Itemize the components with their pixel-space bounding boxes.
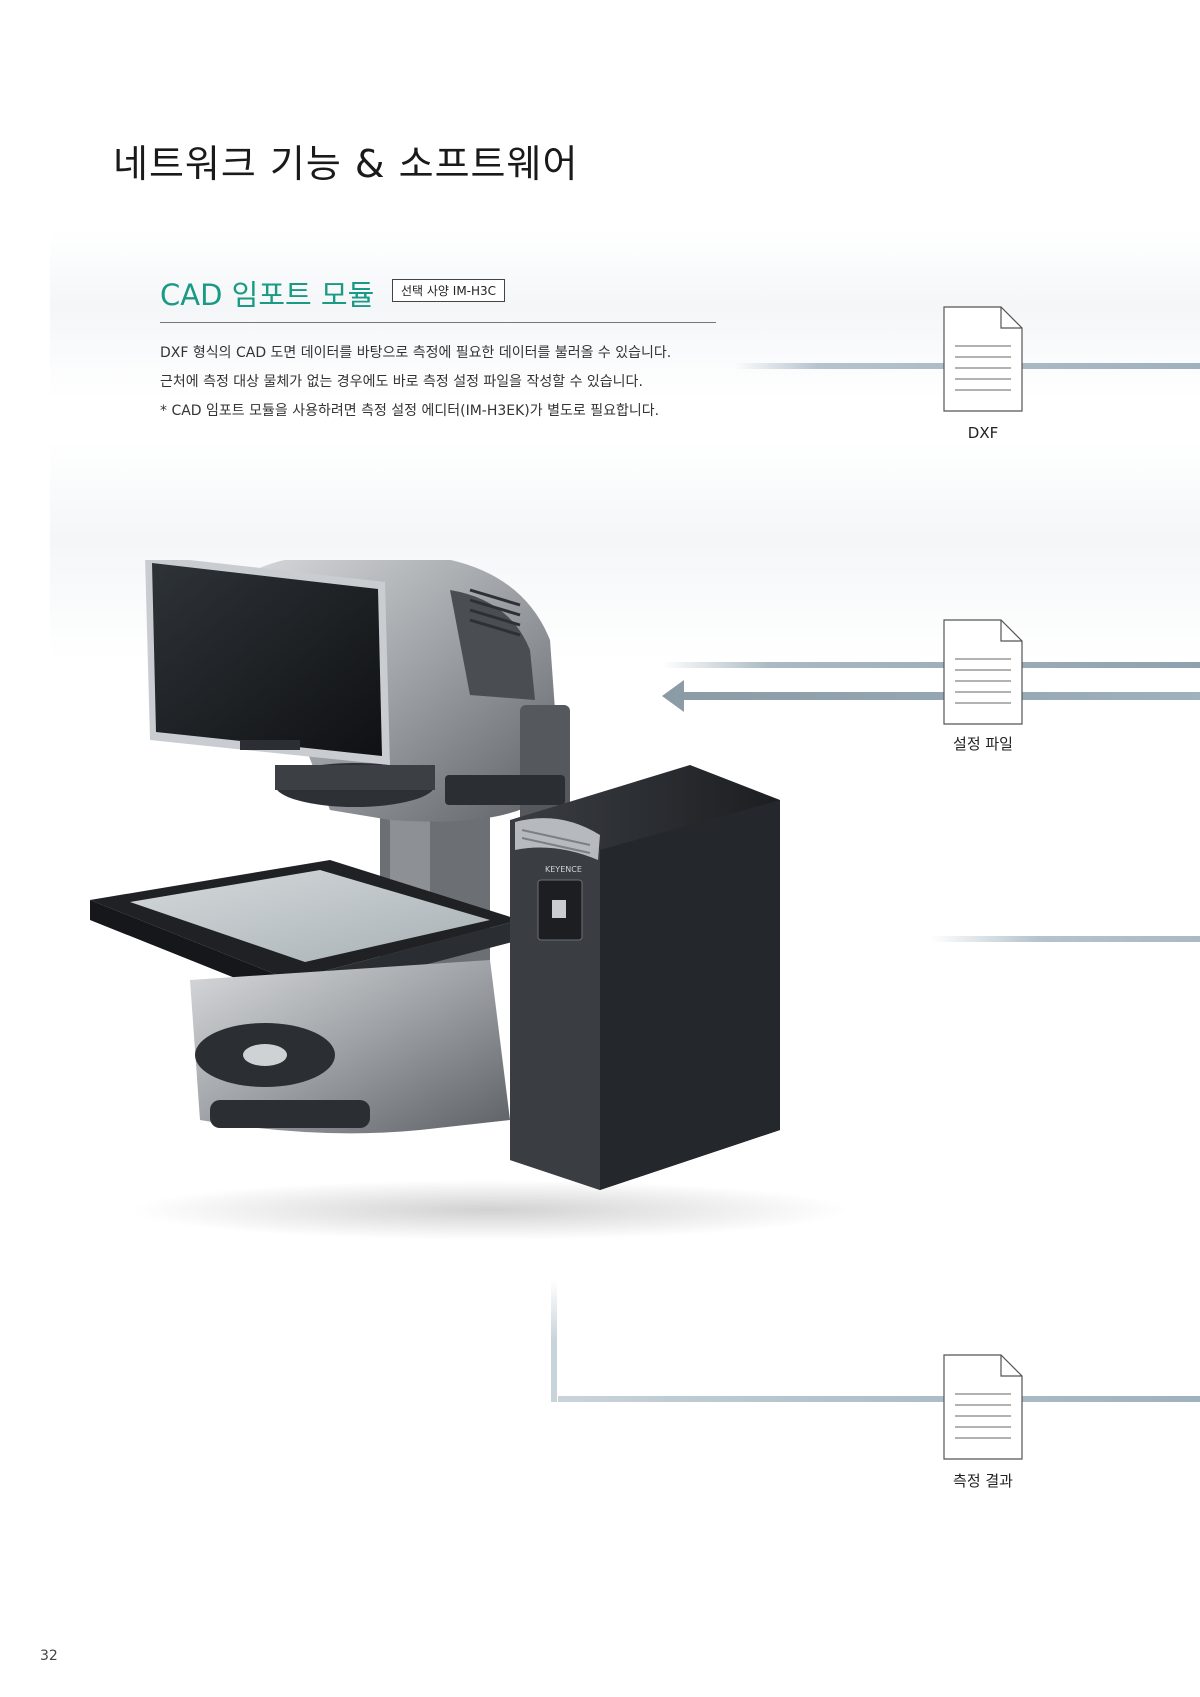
description-line: DXF 형식의 CAD 도면 데이터를 바탕으로 측정에 필요한 데이터를 불러… xyxy=(160,345,672,361)
connector-line-vertical xyxy=(551,1280,557,1402)
measurement-system-image: KEYENCE xyxy=(90,560,850,1240)
file-label-dxf: DXF xyxy=(967,424,999,442)
description-line: * CAD 임포트 모듈을 사용하려면 측정 설정 에디터(IM-H3EK)가 … xyxy=(160,403,660,419)
left-arrow-icon xyxy=(662,680,1200,712)
connector-line-results xyxy=(558,1396,1200,1402)
section-divider xyxy=(160,322,716,323)
option-tag: 선택 사양 IM-H3C xyxy=(392,279,506,302)
document-icon xyxy=(943,306,1023,412)
section-title: CAD 임포트 모듈 xyxy=(160,278,375,312)
page-title: 네트워크 기능 & 소프트웨어 xyxy=(113,142,579,187)
file-label-results: 측정 결과 xyxy=(953,1472,1013,1490)
description-line: 근처에 측정 대상 물체가 없는 경우에도 바로 측정 설정 파일을 작성할 수… xyxy=(160,374,643,390)
connector-line-settings xyxy=(662,662,1200,668)
file-label-settings: 설정 파일 xyxy=(953,735,1013,753)
section-description: DXF 형식의 CAD 도면 데이터를 바탕으로 측정에 필요한 데이터를 불러… xyxy=(160,339,720,426)
page-number: 32 xyxy=(40,1648,58,1664)
brand-label: KEYENCE xyxy=(545,865,582,874)
connector-line-middle xyxy=(930,936,1200,942)
document-icon xyxy=(943,1354,1023,1460)
document-icon xyxy=(943,619,1023,725)
